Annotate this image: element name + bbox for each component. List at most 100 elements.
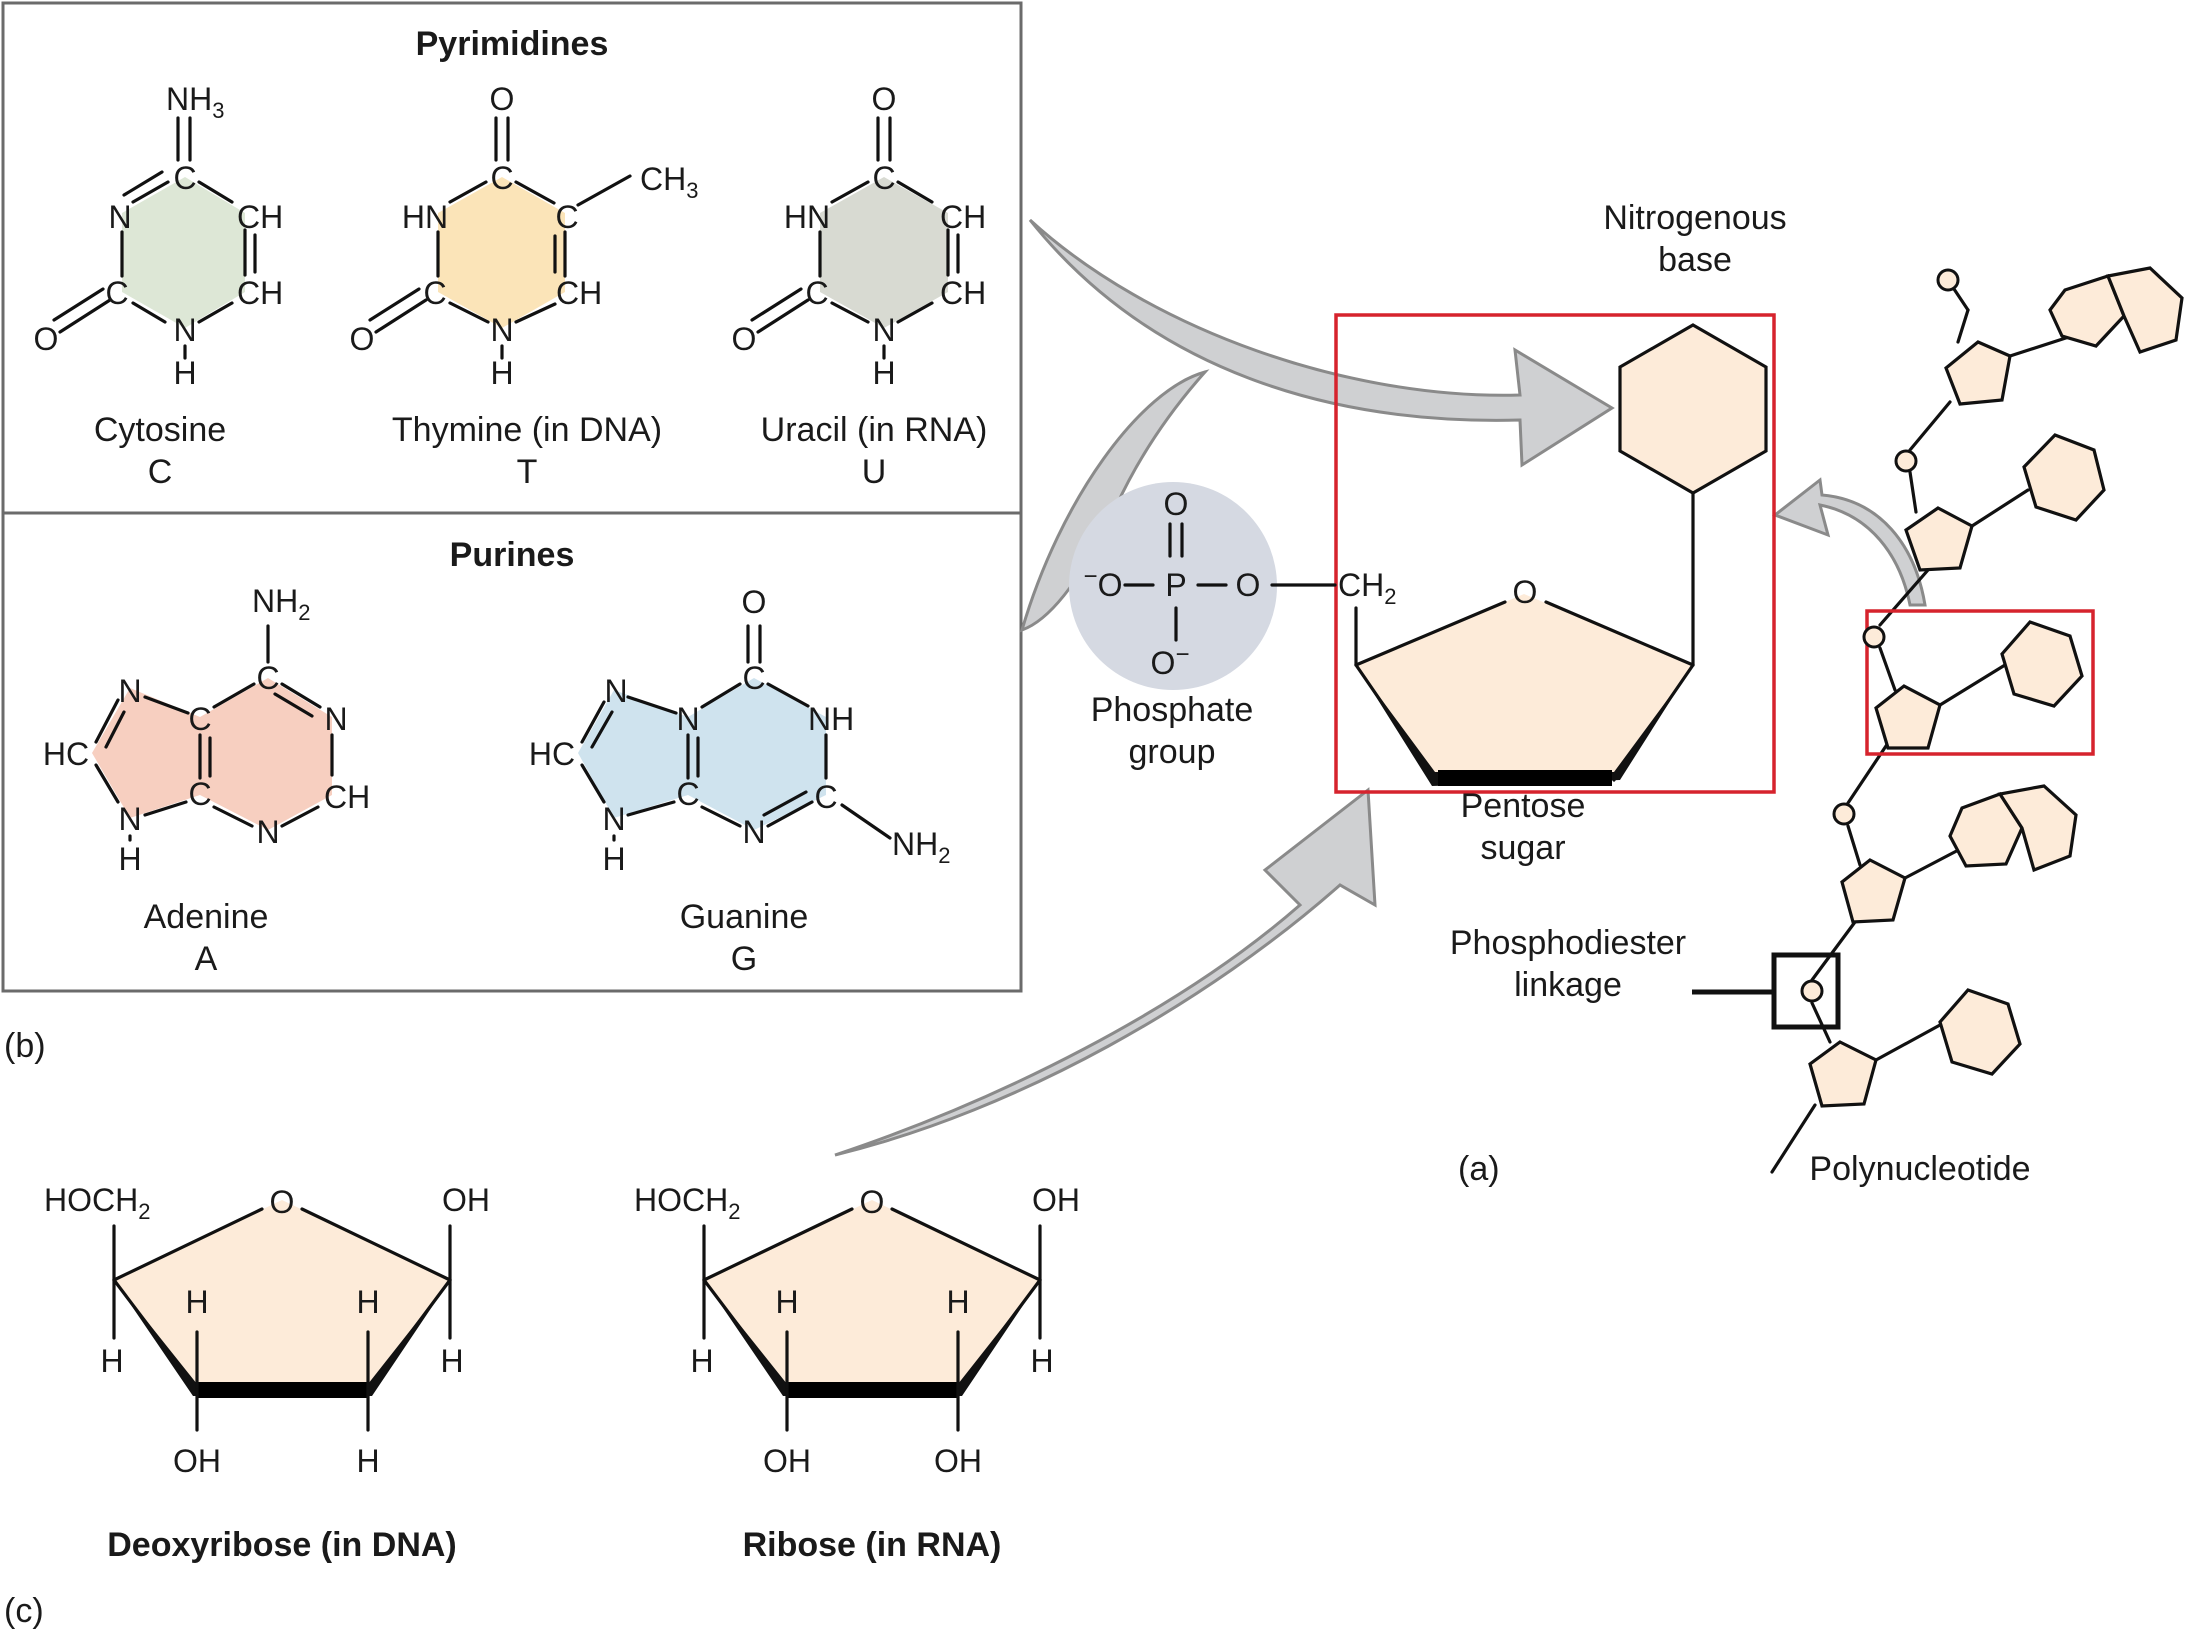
deoxyribose-structure: HOCH2 O OH H H H H OH H Deoxyribose (in … [44, 1182, 490, 1564]
svg-text:N: N [604, 673, 627, 709]
thymine-ring-fill [438, 177, 565, 328]
nucleotide-base-hexagon [1618, 323, 1768, 495]
svg-text:H: H [356, 1443, 379, 1479]
svg-text:C: C [105, 275, 128, 311]
svg-text:H: H [440, 1343, 463, 1379]
adenine-structure: NH2 C N C N HC C CH N N H Adenine A [43, 583, 370, 978]
svg-text:O: O [872, 81, 897, 117]
cytosine-name: Cytosine [94, 411, 226, 449]
panel-a-label: (a) [1458, 1150, 1500, 1188]
svg-text:O: O [1164, 486, 1189, 522]
svg-text:H: H [185, 1284, 208, 1320]
svg-text:H: H [490, 355, 513, 391]
ribose-name: Ribose (in RNA) [743, 1526, 1002, 1564]
polynucleotide-highlight-box [1865, 609, 2095, 756]
svg-text:H: H [100, 1343, 123, 1379]
guanine-five-ring-fill [578, 690, 688, 818]
sugars-to-nucleotide-arrow [834, 787, 1377, 1157]
svg-text:NH3: NH3 [166, 81, 224, 123]
svg-text:N: N [676, 701, 699, 737]
svg-text:O: O [742, 584, 767, 620]
nucleotide-sugar-fill [1356, 594, 1693, 780]
guanine-structure: O C N N NH HC C C N N NH2 H Guanine G [529, 584, 951, 978]
svg-text:CH: CH [940, 275, 986, 311]
panel-c-label: (c) [4, 1592, 44, 1630]
svg-text:N: N [173, 312, 196, 348]
pyrimidines-title: Pyrimidines [416, 25, 609, 63]
svg-text:O: O [732, 321, 757, 357]
svg-text:O: O [860, 1184, 885, 1220]
adenine-six-ring-fill [200, 678, 332, 830]
svg-text:O: O [350, 321, 375, 357]
svg-text:O: O [490, 81, 515, 117]
svg-text:OH: OH [763, 1443, 811, 1479]
svg-text:CH: CH [324, 779, 370, 815]
polynucleotide-label: Polynucleotide [1809, 1150, 2030, 1188]
purines-title: Purines [450, 536, 575, 574]
svg-text:C: C [676, 776, 699, 812]
svg-text:N: N [256, 814, 279, 850]
uracil-structure: O C HN CH CH C N O H Uracil (in RNA) U [732, 81, 988, 491]
svg-text:CH2: CH2 [1338, 567, 1396, 609]
adenine-letter: A [195, 940, 218, 978]
uracil-ring-fill [820, 177, 948, 328]
svg-text:H: H [872, 355, 895, 391]
svg-text:O: O [270, 1184, 295, 1220]
phosphate-circle [1069, 482, 1277, 690]
svg-text:C: C [256, 660, 279, 696]
uracil-letter: U [862, 453, 887, 491]
svg-text:OH: OH [1032, 1182, 1080, 1218]
svg-text:O: O [1513, 574, 1538, 610]
ribose-structure: HOCH2 O OH H H H H OH OH Ribose (in RNA) [634, 1182, 1080, 1564]
svg-text:C: C [814, 779, 837, 815]
svg-text:N: N [324, 701, 347, 737]
svg-text:H: H [946, 1284, 969, 1320]
thymine-name: Thymine (in DNA) [392, 411, 662, 449]
guanine-six-ring-fill [688, 678, 826, 830]
svg-text:OH: OH [173, 1443, 221, 1479]
svg-text:N: N [118, 801, 141, 837]
deoxyribose-fill [114, 1200, 450, 1390]
svg-text:−O: −O [1084, 563, 1123, 603]
svg-text:HN: HN [402, 199, 448, 235]
guanine-name: Guanine [680, 898, 809, 936]
purines-box [1, 511, 1023, 993]
svg-text:OH: OH [442, 1182, 490, 1218]
bases-to-nucleotide-arrow [1028, 218, 1615, 468]
svg-text:CH3: CH3 [640, 161, 698, 203]
svg-text:N: N [872, 312, 895, 348]
svg-text:NH2: NH2 [252, 583, 310, 625]
ribose-fill [704, 1200, 1040, 1390]
svg-text:NH2: NH2 [892, 826, 950, 868]
svg-text:HOCH2: HOCH2 [634, 1182, 740, 1224]
svg-text:N: N [490, 312, 513, 348]
svg-text:NH: NH [808, 701, 854, 737]
svg-text:P: P [1165, 567, 1186, 603]
svg-text:HOCH2: HOCH2 [44, 1182, 150, 1224]
svg-text:OH: OH [934, 1443, 982, 1479]
svg-text:H: H [1030, 1343, 1053, 1379]
svg-text:H: H [690, 1343, 713, 1379]
svg-text:C: C [555, 199, 578, 235]
nucleotide-highlight-box [1334, 313, 1776, 794]
thymine-structure: O C HN C CH3 CH C N O H Thymine (in DNA)… [350, 81, 699, 491]
svg-text:C: C [742, 660, 765, 696]
svg-text:O: O [34, 321, 59, 357]
svg-text:HC: HC [43, 736, 89, 772]
deoxyribose-name: Deoxyribose (in DNA) [107, 1526, 457, 1564]
svg-text:HC: HC [529, 736, 575, 772]
thymine-letter: T [517, 453, 538, 491]
svg-text:CH: CH [237, 199, 283, 235]
svg-text:CH: CH [237, 275, 283, 311]
svg-text:H: H [118, 841, 141, 877]
svg-text:H: H [173, 355, 196, 391]
svg-text:N: N [108, 199, 131, 235]
svg-text:H: H [602, 841, 625, 877]
polynucleotide-to-nucleotide-arrow [1771, 477, 1927, 607]
svg-text:C: C [188, 776, 211, 812]
uracil-name: Uracil (in RNA) [761, 411, 988, 449]
